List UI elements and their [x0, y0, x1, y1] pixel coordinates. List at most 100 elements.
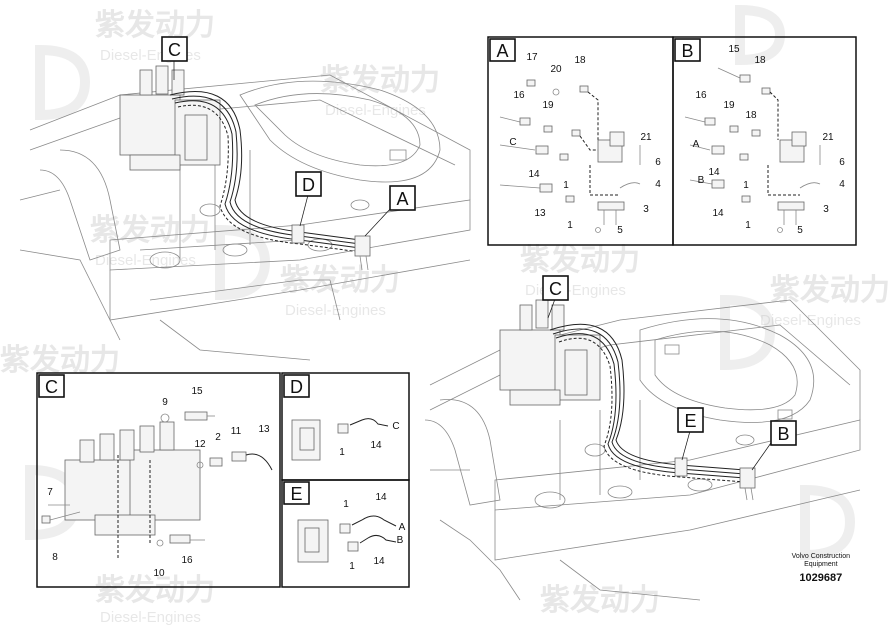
part-number: 16 — [181, 555, 193, 566]
part-number: B — [698, 175, 705, 186]
panel-c-part-numbers: 15 9 2 11 12 13 7 8 10 16 — [47, 386, 270, 579]
panel-b-tag — [674, 38, 701, 62]
watermark-en: Diesel-Engines — [95, 252, 196, 269]
callout-a[interactable] — [389, 185, 416, 211]
watermark-cn: 紫发动力 — [0, 344, 120, 377]
part-number: 1 — [567, 220, 573, 231]
main-view-upper: C D A — [19, 36, 471, 361]
part-number: 20 — [550, 64, 562, 75]
watermark-cn: 紫发动力 — [320, 64, 440, 97]
panel-a-part-numbers: 17 18 20 16 19 21 C 6 14 1 4 13 1 3 5 — [509, 52, 661, 236]
part-number: 1 — [743, 180, 749, 191]
part-number: 15 — [191, 386, 203, 397]
panel-e-title: E — [290, 484, 302, 504]
detail-panel-d: D C 14 1 — [281, 372, 410, 481]
hydraulic-hoses — [169, 91, 361, 253]
clamp-d — [291, 224, 305, 244]
panel-e-part-numbers: 14 1 A B 1 14 — [343, 492, 405, 572]
panel-c-title: C — [45, 377, 58, 397]
part-number: 19 — [723, 100, 735, 111]
part-number: 13 — [258, 424, 270, 435]
watermark-cn: 紫发动力 — [90, 214, 210, 247]
callout-e[interactable] — [677, 407, 704, 433]
detail-panel-a: A 17 18 20 16 19 21 C — [487, 36, 674, 246]
main-view-lower: C E B — [424, 275, 861, 601]
part-number: 14 — [528, 169, 540, 180]
part-number: C — [392, 421, 399, 432]
part-number: 14 — [375, 492, 387, 503]
panel-c-tag — [38, 374, 65, 398]
credit-company: Volvo Construction — [791, 553, 850, 560]
detail-panel-e: E 14 1 A B 1 14 — [281, 479, 410, 588]
part-number: 1 — [349, 561, 355, 572]
control-valve-block — [119, 65, 221, 171]
watermark-cn: 紫发动力 — [280, 264, 400, 297]
part-number: 14 — [712, 208, 724, 219]
part-number: 6 — [839, 157, 845, 168]
watermark-cn: 紫发动力 — [770, 274, 890, 307]
part-number: 3 — [643, 204, 649, 215]
document-credit: Volvo Construction Equipment 1029687 — [792, 553, 850, 584]
part-number: 8 — [52, 552, 58, 563]
part-number: 1 — [343, 499, 349, 510]
watermark-cn: 紫发动力 — [520, 244, 640, 277]
credit-division: Equipment — [804, 561, 838, 568]
panel-b-part-numbers: 15 18 16 19 18 21 A 6 14 1 4 B 14 1 3 5 — [693, 44, 846, 236]
callout-e-label: E — [684, 411, 696, 431]
part-number: 18 — [754, 55, 766, 66]
watermark-en: Diesel-Engines — [285, 302, 386, 319]
part-number: 1 — [339, 447, 345, 458]
part-number: 16 — [695, 90, 707, 101]
panel-e-tag — [283, 481, 310, 505]
part-number: 18 — [574, 55, 586, 66]
part-number: 14 — [708, 167, 720, 178]
part-number: 11 — [231, 426, 242, 437]
callout-d[interactable] — [295, 171, 322, 197]
detail-panel-b: B 15 18 16 19 18 21 A 6 14 — [672, 36, 857, 246]
part-number: 1 — [745, 220, 751, 231]
panel-a-title: A — [496, 41, 508, 61]
panel-a-tag — [489, 38, 516, 62]
part-number: C — [509, 137, 516, 148]
control-valve-block-lower — [499, 299, 601, 406]
panel-d-tag — [283, 374, 310, 398]
part-number: 21 — [640, 132, 652, 143]
part-number: A — [399, 522, 406, 533]
callout-c[interactable] — [161, 36, 188, 62]
part-number: 5 — [797, 225, 803, 236]
callout-a-label: A — [396, 189, 408, 209]
solenoid-b — [739, 467, 756, 489]
part-number: 14 — [373, 556, 385, 567]
watermark-cn: 紫发动力 — [95, 9, 215, 42]
watermark-en: Diesel-Engines — [325, 102, 426, 119]
watermark-cn: 紫发动力 — [540, 584, 660, 617]
part-number: 21 — [822, 132, 834, 143]
part-number: 2 — [215, 432, 221, 443]
part-number: 15 — [728, 44, 740, 55]
panel-b-title: B — [681, 41, 693, 61]
part-number: 13 — [534, 208, 546, 219]
part-number: 17 — [526, 52, 538, 63]
part-number: 4 — [839, 179, 845, 190]
part-number: 10 — [153, 568, 165, 579]
hydraulic-hoses-lower — [549, 323, 746, 483]
part-number: 3 — [823, 204, 829, 215]
watermark-cn: 紫发动力 — [95, 574, 215, 607]
part-number: 9 — [162, 397, 168, 408]
callout-b[interactable] — [770, 420, 797, 446]
callout-c-lower-label: C — [549, 279, 562, 299]
drawing-number: 1029687 — [799, 572, 843, 584]
callout-c-label: C — [168, 40, 181, 60]
part-number: 6 — [655, 157, 661, 168]
callout-d-label: D — [302, 175, 315, 195]
watermark-en: Diesel-Engines — [525, 282, 626, 299]
part-number: 4 — [655, 179, 661, 190]
panel-d-title: D — [290, 377, 303, 397]
part-number: 16 — [513, 90, 525, 101]
part-number: 7 — [47, 487, 53, 498]
part-number: 1 — [563, 180, 569, 191]
callout-c-lower[interactable] — [542, 275, 569, 301]
part-number: 5 — [617, 225, 623, 236]
part-number: B — [397, 535, 404, 546]
